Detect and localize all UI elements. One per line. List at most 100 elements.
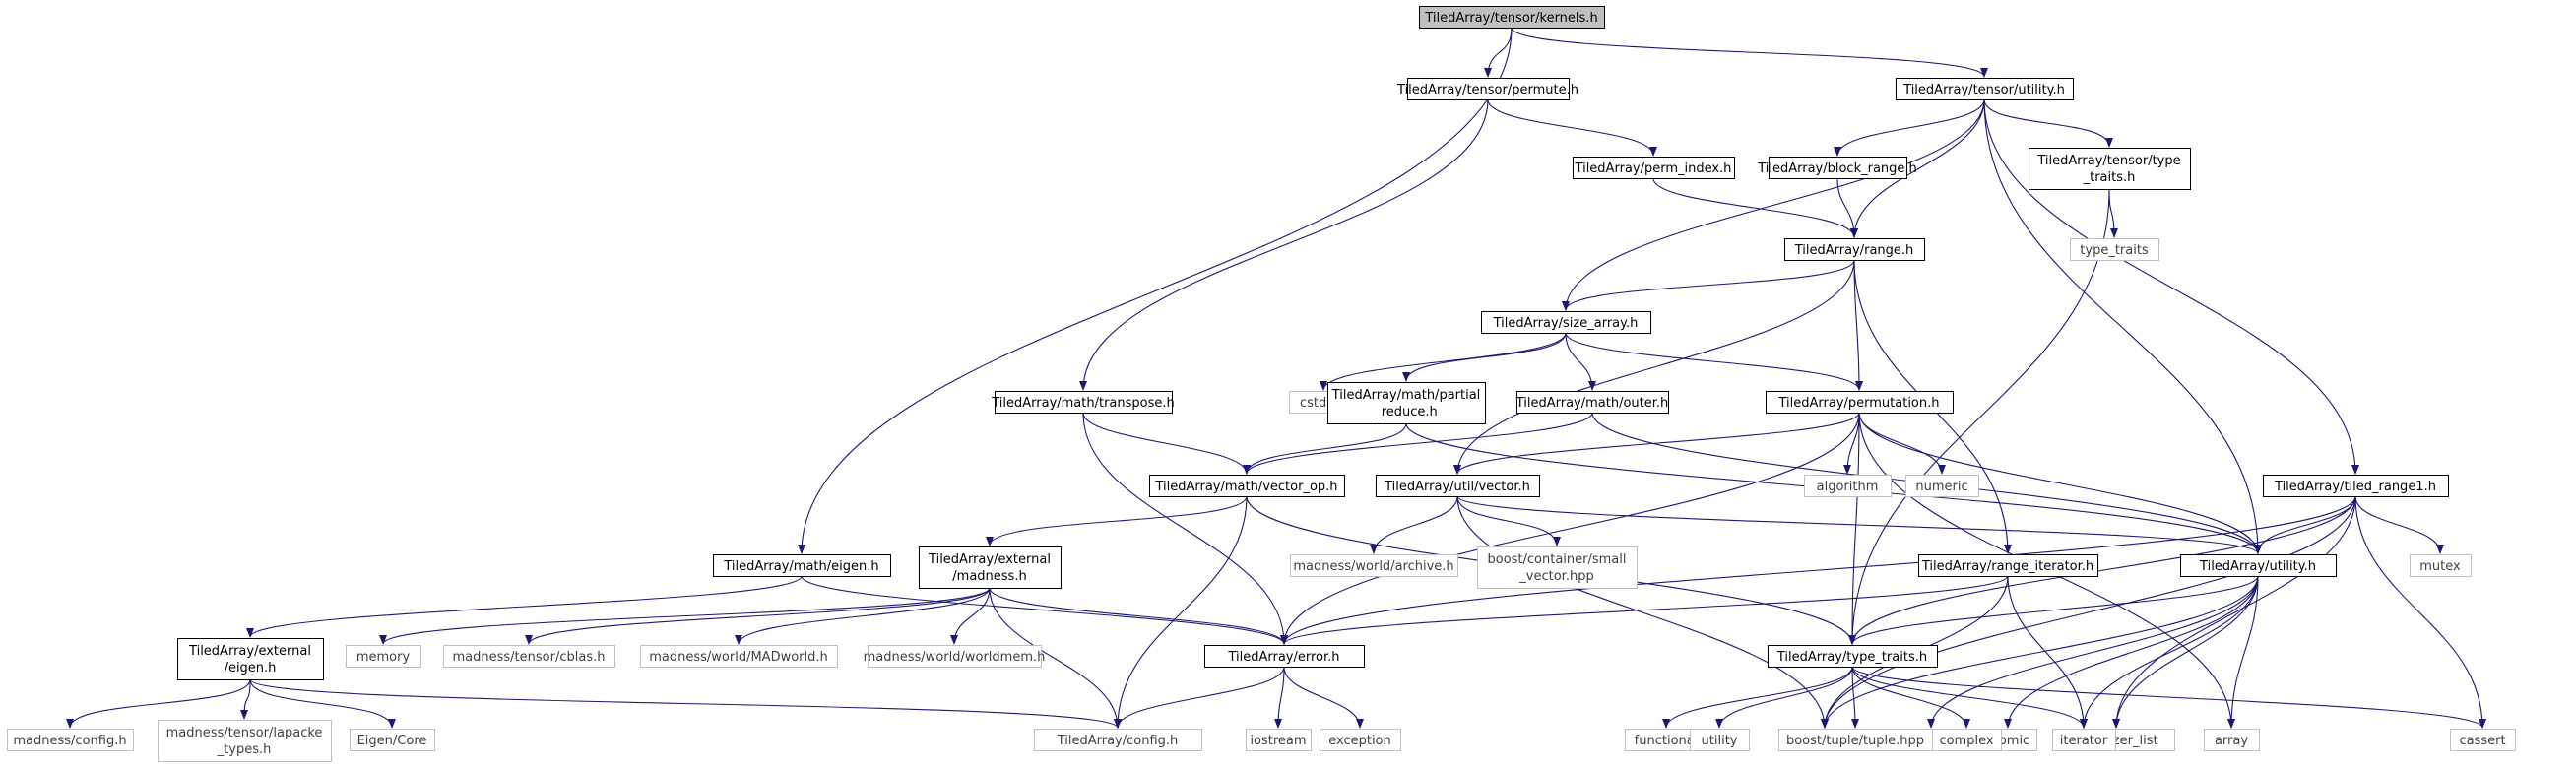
- node-tiled_range1[interactable]: TiledArray/tiled_range1.h: [2263, 475, 2449, 497]
- node-label: TiledArray/tensor/utility.h: [1902, 83, 2065, 97]
- node-box: [1477, 546, 1638, 589]
- node-memory: memory: [346, 645, 421, 668]
- edge-permutation-to-type_traits: [1848, 412, 1860, 645]
- node-transpose[interactable]: TiledArray/math/transpose.h: [991, 391, 1175, 414]
- edge-permutation-to-error: [1280, 412, 1860, 645]
- node-box: [713, 554, 891, 577]
- node-label: _vector.hpp: [1518, 569, 1593, 584]
- node-label: Eigen/Core: [357, 734, 427, 748]
- node-box: [177, 638, 324, 680]
- edge-ext_eigen-to-lapacke: [240, 678, 251, 720]
- node-outer[interactable]: TiledArray/math/outer.h: [1515, 391, 1669, 414]
- node-box: [995, 391, 1173, 414]
- node-label: algorithm: [1817, 480, 1879, 494]
- node-util_vector[interactable]: TiledArray/util/vector.h: [1376, 475, 1540, 497]
- node-label: TiledArray/tensor/kernels.h: [1424, 11, 1597, 26]
- edge-ext_madness-to-ta_config: [989, 587, 1122, 729]
- node-tutil[interactable]: TiledArray/tensor/utility.h: [1896, 78, 2074, 100]
- node-error[interactable]: TiledArray/error.h: [1204, 645, 1365, 668]
- node-block_range[interactable]: TiledArray/block_range.h: [1757, 157, 1917, 179]
- node-label: TiledArray/math/transpose.h: [991, 396, 1175, 411]
- edge-permutation-to-numeric: [1858, 412, 1946, 475]
- node-mutex: mutex: [2410, 554, 2472, 577]
- node-box: [2070, 238, 2159, 261]
- node-mad_config: madness/config.h: [7, 729, 134, 751]
- node-label: memory: [356, 650, 411, 665]
- node-iterator: iterator: [2052, 729, 2116, 751]
- node-ttraits[interactable]: TiledArray/tensor/type_traits.h: [2029, 148, 2191, 190]
- node-label: TiledArray/tiled_range1.h: [2274, 480, 2436, 494]
- node-box: [868, 645, 1042, 668]
- node-label: TiledArray/tensor/type: [2036, 154, 2180, 168]
- node-kernels[interactable]: TiledArray/tensor/kernels.h: [1419, 6, 1605, 29]
- node-box: [640, 645, 838, 668]
- node-ext_madness[interactable]: TiledArray/external/madness.h: [919, 546, 1062, 589]
- edge-ta_utility-to-vector: [1821, 575, 2259, 729]
- node-label: complex: [1939, 734, 1993, 748]
- node-range[interactable]: TiledArray/range.h: [1784, 238, 1925, 261]
- node-label: /eigen.h: [225, 661, 277, 675]
- node-permute[interactable]: TiledArray/tensor/permute.h: [1396, 78, 1578, 100]
- edge-ext_madness-to-memory: [379, 587, 991, 645]
- node-box: [2180, 554, 2337, 577]
- edge-tiled_range1-to-mutex: [2354, 495, 2444, 554]
- node-math_eigen[interactable]: TiledArray/math/eigen.h: [713, 554, 891, 577]
- node-ext_eigen[interactable]: TiledArray/external/eigen.h: [177, 638, 324, 680]
- node-partial_reduce[interactable]: TiledArray/math/partial_reduce.h: [1327, 382, 1486, 424]
- node-box: [1320, 729, 1401, 751]
- edge-util_vector-to-small_vector: [1456, 495, 1561, 546]
- edge-tutil-to-size_array: [1562, 98, 1985, 311]
- node-box: [1932, 729, 2002, 751]
- edge-permute-to-perm_index: [1487, 98, 1657, 157]
- edge-range_iterator-to-iterator: [2007, 575, 2088, 729]
- edge-tutil-to-block_range: [1834, 98, 1985, 157]
- node-range_iterator[interactable]: TiledArray/range_iterator.h: [1918, 554, 2098, 577]
- edge-ta_utility-to-iterator: [2080, 575, 2259, 729]
- node-label: boost/tuple/tuple.hpp: [1786, 734, 1924, 748]
- node-perm_index[interactable]: TiledArray/perm_index.h: [1573, 157, 1735, 179]
- node-box: [2052, 729, 2116, 751]
- node-label: madness/world/MADworld.h: [649, 650, 828, 665]
- node-permutation[interactable]: TiledArray/permutation.h: [1766, 391, 1954, 414]
- node-box: [7, 729, 134, 751]
- edge-type_traits-to-cassert: [1851, 666, 2486, 729]
- node-label: madness/tensor/lapacke: [166, 726, 323, 740]
- node-box: [1896, 78, 2074, 100]
- edge-type_traits-to-iterator: [1851, 666, 2088, 729]
- node-label: numeric: [1915, 480, 1967, 494]
- node-small_vector: boost/container/small _vector.hpp: [1477, 546, 1638, 589]
- node-iostream: iostream: [1246, 729, 1312, 751]
- edge-ext_madness-to-madworld: [735, 587, 991, 645]
- node-size_array[interactable]: TiledArray/size_array.h: [1481, 311, 1651, 334]
- node-utility_std: utility: [1690, 729, 1750, 751]
- node-label: array: [2215, 734, 2248, 748]
- node-label: iostream: [1250, 734, 1306, 748]
- edge-type_traits-to-functional: [1662, 666, 1853, 729]
- node-type_traits[interactable]: TiledArray/type_traits.h: [1768, 645, 1938, 668]
- node-label: TiledArray/permutation.h: [1777, 396, 1939, 411]
- edge-util_vector-to-archive: [1370, 495, 1458, 554]
- node-complex: complex: [1932, 729, 2002, 751]
- node-label: TiledArray/block_range.h: [1757, 161, 1917, 176]
- node-label: TiledArray/external: [928, 552, 1051, 567]
- node-label: exception: [1328, 734, 1391, 748]
- edge-range-to-size_array: [1562, 259, 1855, 311]
- node-ta_utility[interactable]: TiledArray/utility.h: [2180, 554, 2337, 577]
- node-label: utility: [1702, 734, 1738, 748]
- edge-tutil-to-tiled_range1: [1983, 98, 2359, 475]
- edge-ta_utility-to-type_traits: [1848, 575, 2259, 645]
- node-archive: madness/world/archive.h: [1290, 554, 1458, 577]
- edge-ext_madness-to-cblas: [525, 587, 991, 645]
- edge-ttraits-to-type_traits_std: [2108, 188, 2118, 238]
- node-exception: exception: [1320, 729, 1401, 751]
- node-madworld: madness/world/MADworld.h: [640, 645, 838, 668]
- node-box: [1769, 157, 1907, 179]
- node-label: boost/container/small: [1487, 552, 1626, 567]
- edge-type_traits-to-tuple_hpp: [1850, 666, 1859, 729]
- node-vector_op[interactable]: TiledArray/math/vector_op.h: [1149, 475, 1345, 497]
- node-numeric: numeric: [1905, 475, 1979, 497]
- node-box: [1784, 238, 1925, 261]
- node-label: /madness.h: [952, 569, 1026, 584]
- edge-size_array-to-outer: [1565, 332, 1596, 391]
- node-box: [2410, 554, 2472, 577]
